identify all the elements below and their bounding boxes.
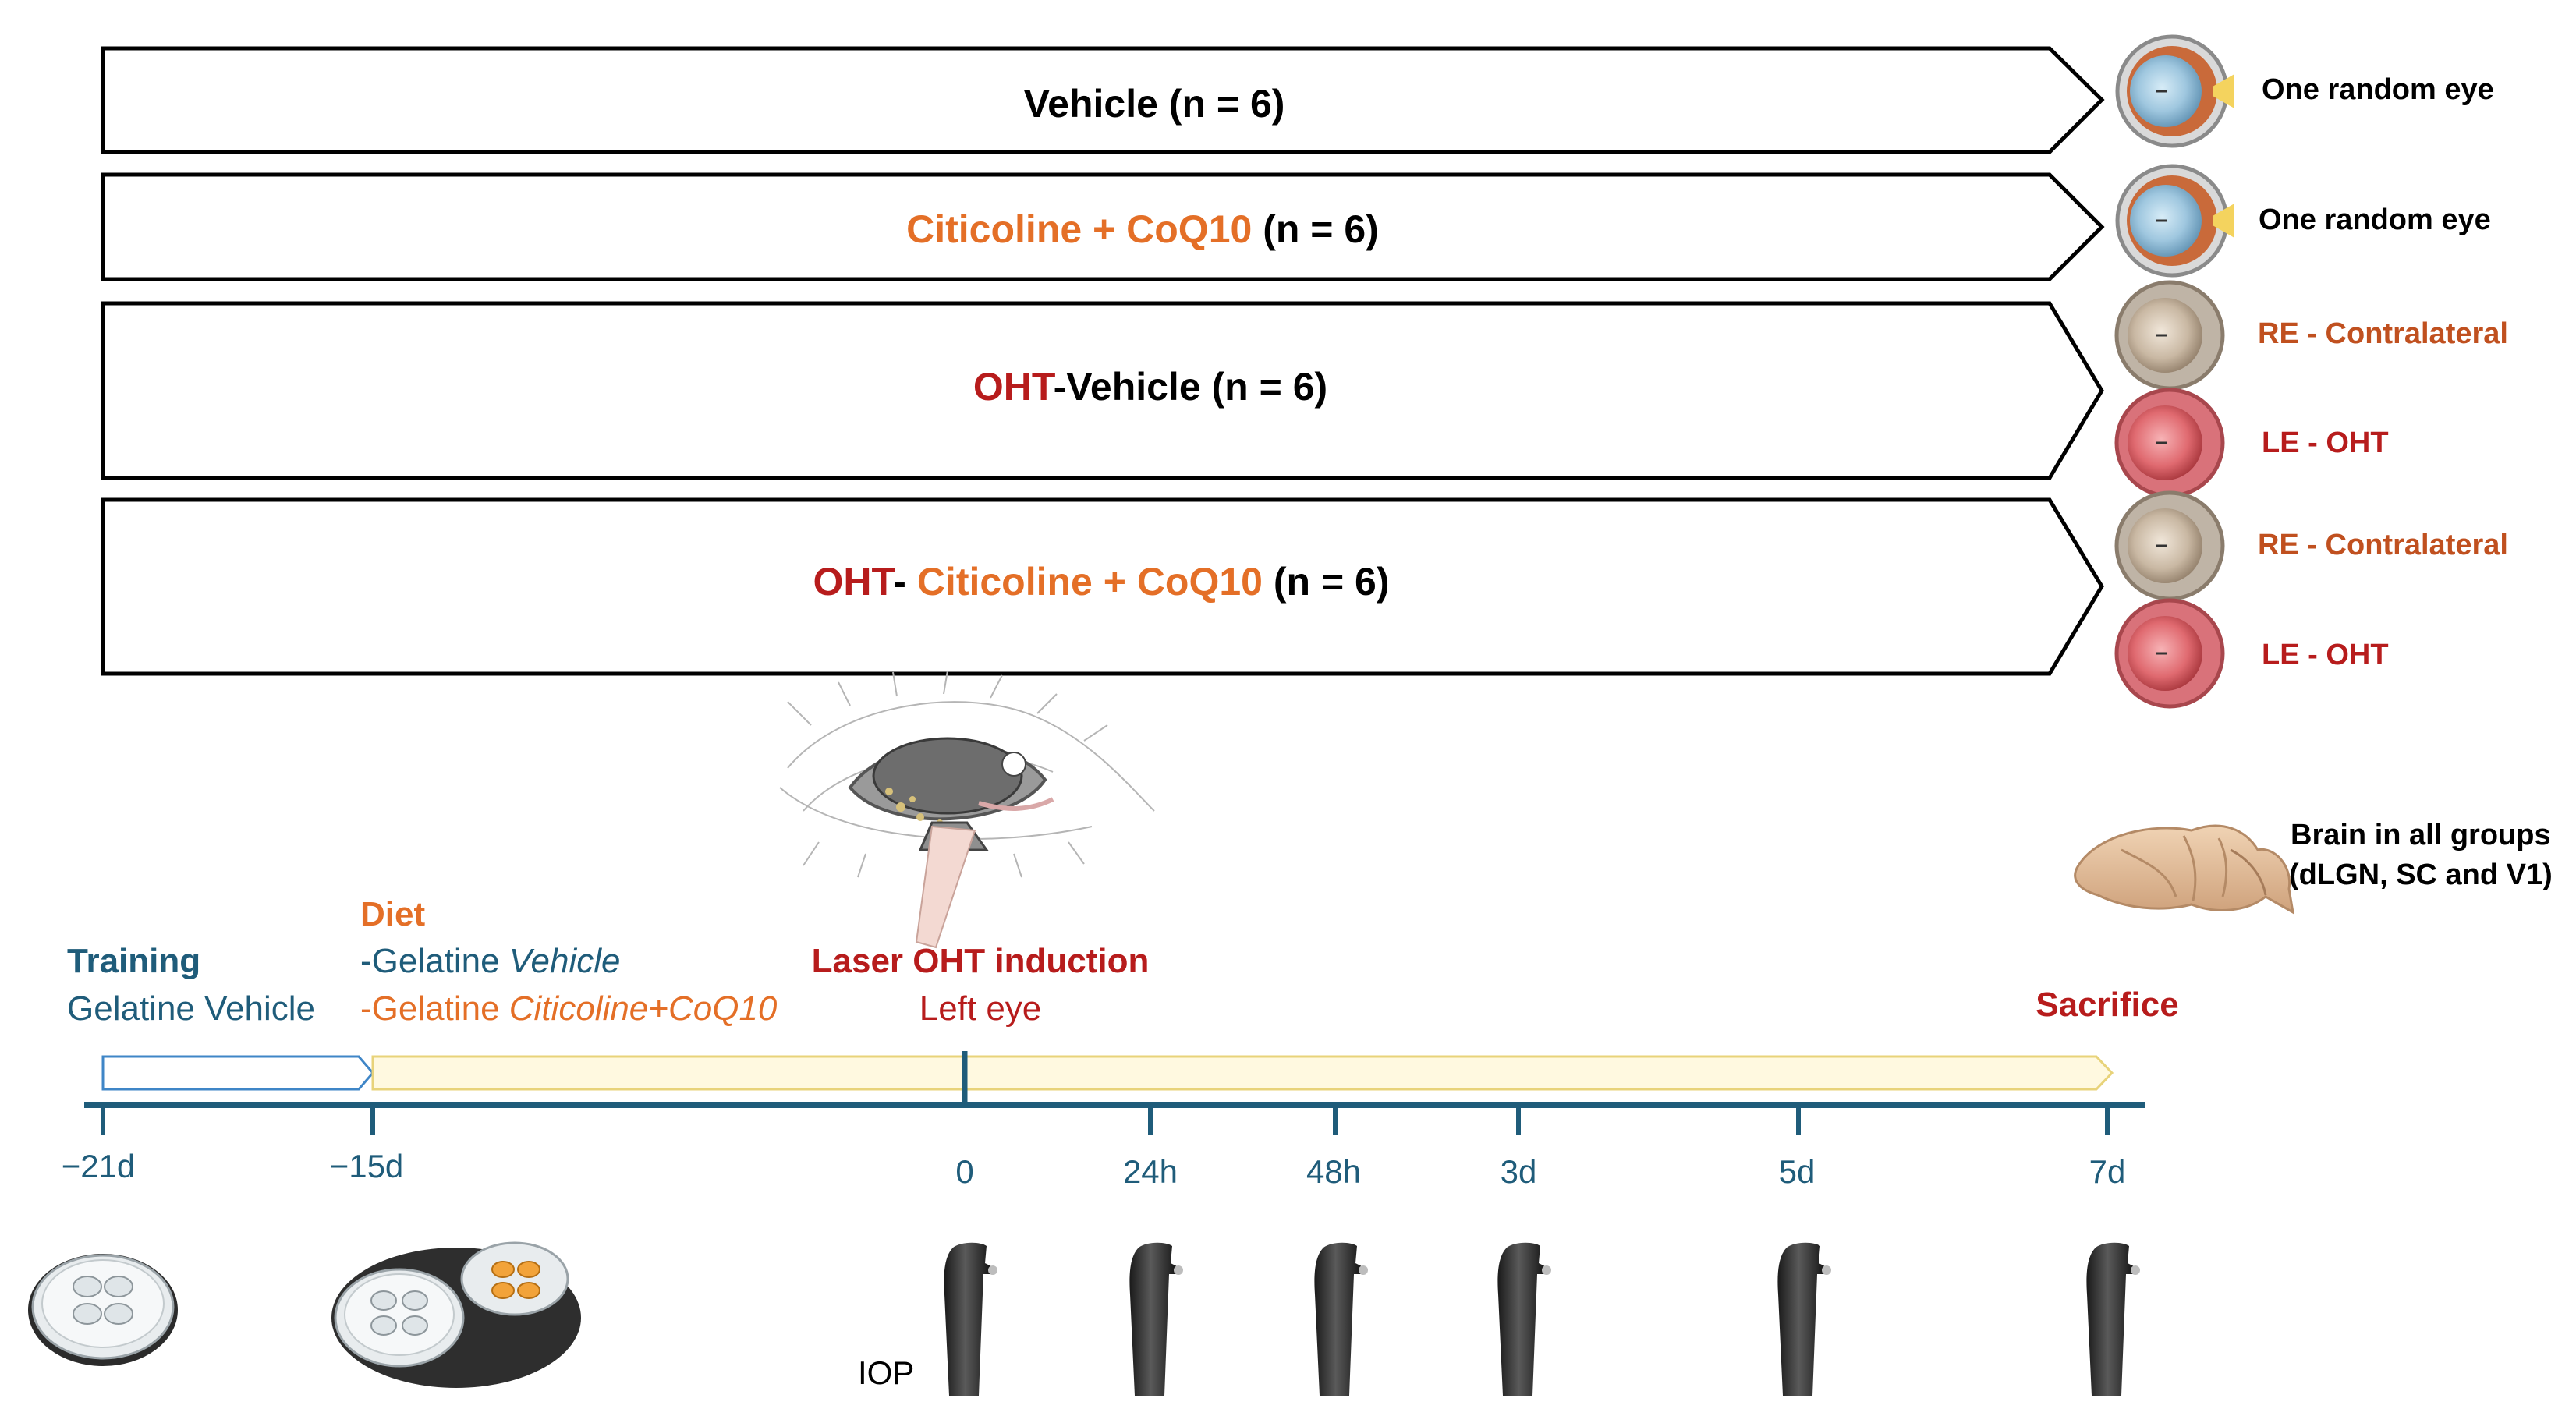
group-label-part: (n = 6): [1252, 207, 1379, 251]
timepoint-label: 3d: [1501, 1153, 1537, 1190]
group-label-part: OHT: [973, 365, 1055, 409]
diet-line-prefix: -Gelatine: [360, 989, 509, 1028]
diet-line-prefix: -Gelatine: [360, 942, 509, 980]
iop-label: IOP: [858, 1354, 914, 1391]
group-label-part: (n = 6): [1263, 560, 1390, 604]
group-label-oht-vehicle: OHT-Vehicle (n = 6): [973, 365, 1327, 409]
group-label-part: -: [893, 560, 917, 604]
tonometer-icon: [1129, 1242, 1183, 1396]
timepoint-label: 0: [955, 1153, 973, 1190]
eye-label: LE - OHT: [2262, 639, 2389, 671]
tonometer-icon: [2086, 1242, 2140, 1396]
diet-period-bar: [371, 1055, 2114, 1091]
laser-title: Laser OHT induction: [812, 942, 1150, 980]
group-label-oht-citicoline: OHT- Citicoline + CoQ10 (n = 6): [813, 560, 1389, 604]
group-label-part: OHT: [813, 560, 895, 604]
timeline-ticks: [101, 1105, 2110, 1135]
contralateral-eye-icon: [2114, 280, 2225, 391]
training-subtitle: Gelatine Vehicle: [67, 989, 315, 1028]
oht-eye-icon: [2114, 598, 2225, 709]
diet-line-citicoline: -Gelatine Citicoline+CoQ10: [360, 989, 778, 1028]
petri-dish-training-icon: [28, 1254, 178, 1366]
tonometer-icon: [1777, 1242, 1831, 1396]
petri-dish-diet-icon: [331, 1241, 581, 1388]
brain-label-line2: (dLGN, SC and V1): [2289, 858, 2553, 891]
normal-eye-icon: [2115, 34, 2234, 148]
timepoint-label: −15d: [330, 1148, 404, 1184]
normal-eye-icon: [2115, 164, 2234, 278]
group-arrow-oht-citicoline: [101, 497, 2104, 676]
eye-label: One random eye: [2259, 204, 2491, 236]
group-arrows: [101, 46, 2105, 676]
group-label-part: Citicoline + CoQ10: [906, 207, 1252, 251]
oht-eye-icon: [2114, 388, 2225, 498]
group-label-part: Vehicle (n = 6): [1024, 82, 1285, 126]
group-label-part: -Vehicle (n = 6): [1054, 365, 1328, 409]
diet-line-vehicle: -Gelatine Vehicle: [360, 942, 620, 980]
laser-subtitle: Left eye: [919, 989, 1042, 1028]
tonometer-icon: [1314, 1242, 1368, 1396]
sacrifice-label: Sacrifice: [2036, 986, 2178, 1024]
tonometer-icon: [944, 1242, 997, 1396]
group-label-part: Citicoline + CoQ10: [917, 560, 1263, 604]
brain-label-line1: Brain in all groups: [2291, 819, 2551, 851]
group-arrow-vehicle: [101, 46, 2105, 154]
timepoint-label: −21d: [62, 1148, 136, 1184]
timepoint-label: 48h: [1306, 1153, 1361, 1190]
eye-label: One random eye: [2262, 73, 2494, 106]
timepoint-label: 24h: [1123, 1153, 1178, 1190]
tonometer-icon: [1497, 1242, 1551, 1396]
eye-label: RE - Contralateral: [2258, 317, 2508, 350]
timepoint-label: 5d: [1779, 1153, 1816, 1190]
diet-line-italic: Citicoline+CoQ10: [509, 989, 778, 1028]
timepoint-label: 7d: [2089, 1153, 2126, 1190]
training-period-bar: [101, 1055, 374, 1091]
group-arrow-citicoline: [101, 172, 2105, 281]
diet-title: Diet: [360, 895, 425, 933]
laser-eye-sketch-icon: [779, 670, 1155, 949]
eye-label: LE - OHT: [2262, 427, 2389, 459]
group-label-vehicle: Vehicle (n = 6): [1024, 82, 1285, 126]
eye-label: RE - Contralateral: [2258, 529, 2508, 561]
diet-line-italic: Vehicle: [509, 942, 621, 980]
group-arrow-oht-vehicle: [101, 301, 2104, 480]
contralateral-eye-icon: [2114, 490, 2225, 601]
group-label-citicoline: Citicoline + CoQ10 (n = 6): [906, 207, 1379, 251]
brain-icon: [2074, 824, 2294, 915]
training-title: Training: [67, 942, 200, 980]
